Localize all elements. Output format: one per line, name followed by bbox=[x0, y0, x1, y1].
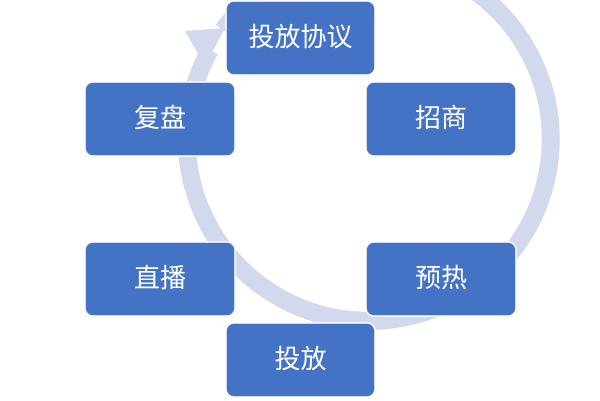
node-merchants-box bbox=[365, 81, 517, 157]
node-warmup: 预热 bbox=[365, 241, 517, 317]
node-agreement-label: 投放协议 bbox=[248, 23, 352, 53]
cycle-ring-arc bbox=[177, 0, 560, 330]
node-merchants: 招商 bbox=[365, 81, 517, 157]
node-review-label: 复盘 bbox=[134, 104, 186, 134]
node-livestream-box bbox=[84, 241, 236, 317]
node-launch: 投放 bbox=[225, 322, 376, 398]
node-warmup-box bbox=[365, 241, 517, 317]
node-livestream-label: 直播 bbox=[134, 264, 186, 294]
cycle-ring bbox=[177, 0, 560, 330]
node-warmup-label: 预热 bbox=[415, 264, 467, 294]
node-review: 复盘 bbox=[84, 81, 236, 157]
node-launch-label: 投放 bbox=[274, 345, 326, 375]
cycle-arrowhead-icon bbox=[185, 28, 225, 66]
node-agreement: 投放协议 bbox=[225, 0, 376, 76]
node-livestream: 直播 bbox=[84, 241, 236, 317]
node-review-box bbox=[84, 81, 236, 157]
node-launch-box bbox=[225, 322, 376, 398]
node-agreement-box bbox=[225, 0, 376, 76]
node-merchants-label: 招商 bbox=[415, 104, 467, 134]
